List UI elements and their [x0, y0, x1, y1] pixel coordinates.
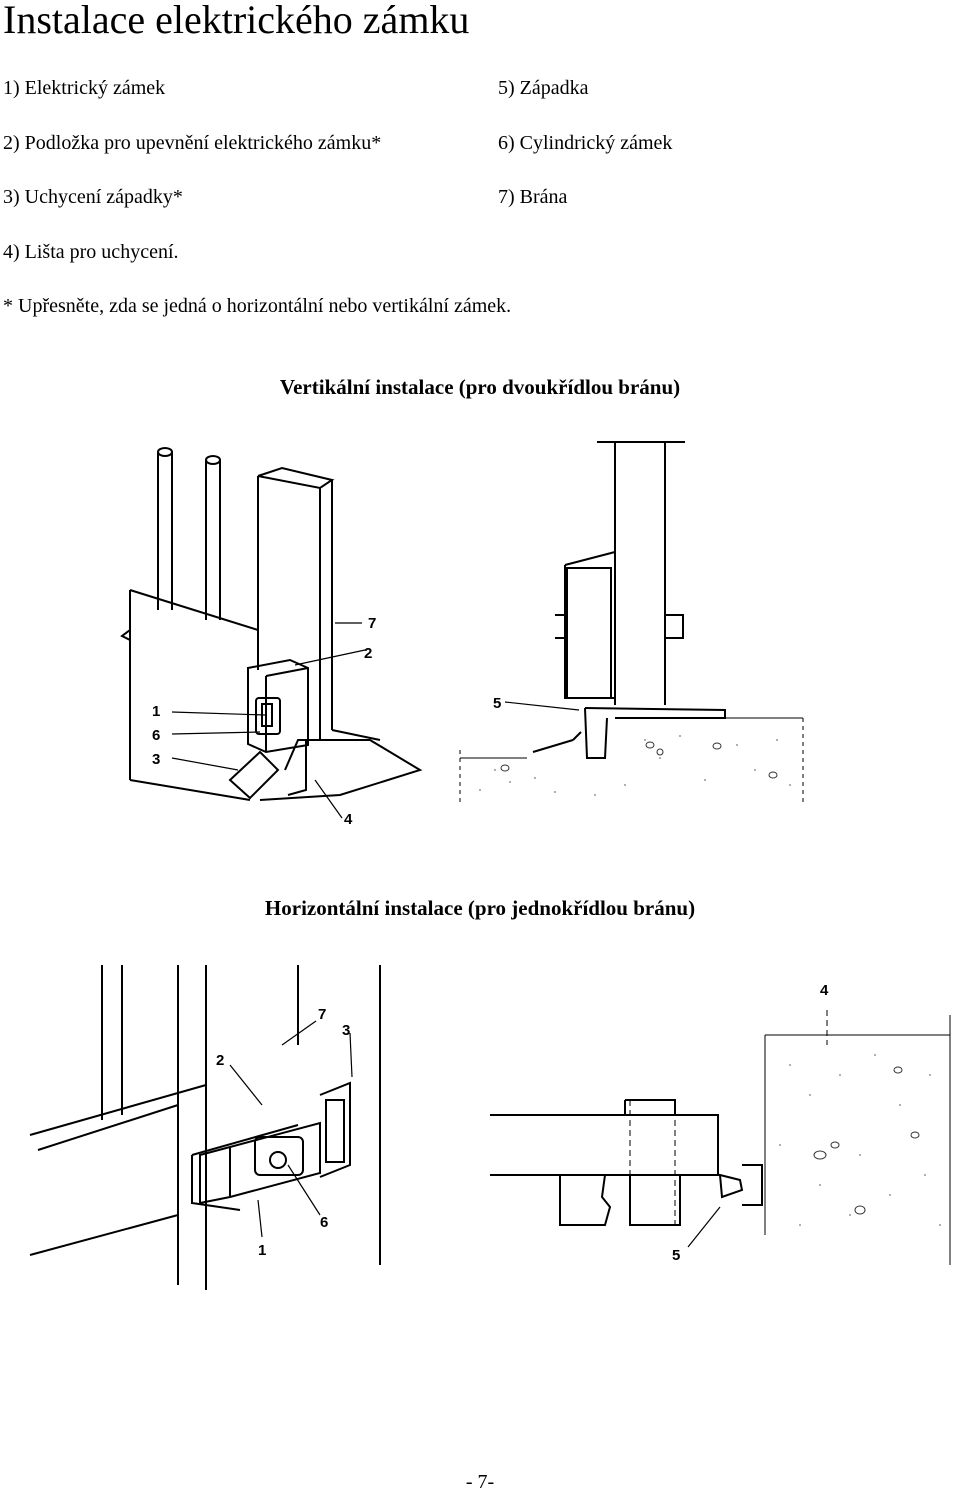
- legend-item-4: 4) Lišta pro uchycení.: [3, 241, 179, 263]
- horizontal-heading: Horizontální instalace (pro jednokřídlou…: [264, 896, 696, 920]
- callout-3: 3: [152, 751, 160, 768]
- horizontal-perspective-figure: 7 3 2 6 1: [29, 965, 381, 1290]
- page-title: Instalace elektrického zámku: [3, 0, 470, 42]
- horizontal-section-figure: 4 5: [490, 982, 951, 1265]
- vertical-section-figure: 5: [459, 441, 804, 805]
- legend-item-2: 2) Podložka pro upevnění elektrického zá…: [3, 132, 382, 154]
- legend-item-1: 1) Elektrický zámek: [3, 77, 166, 99]
- callout-1: 1: [152, 703, 160, 720]
- callout-1: 1: [258, 1242, 266, 1259]
- callout-5: 5: [493, 695, 501, 712]
- callout-4: 4: [820, 982, 829, 999]
- callout-2: 2: [364, 645, 372, 662]
- callout-7: 7: [318, 1006, 326, 1023]
- callout-4: 4: [344, 811, 353, 828]
- vertical-heading: Vertikální instalace (pro dvoukřídlou br…: [279, 375, 681, 399]
- callout-5: 5: [672, 1247, 680, 1264]
- callout-3: 3: [342, 1022, 350, 1039]
- legend-item-5: 5) Západka: [498, 77, 589, 99]
- legend-item-6: 6) Cylindrický zámek: [498, 132, 673, 154]
- page-number: - 7-: [465, 1471, 495, 1493]
- callout-2: 2: [216, 1052, 224, 1069]
- callout-6: 6: [152, 727, 160, 744]
- legend-item-3: 3) Uchycení západky*: [3, 186, 183, 208]
- note: * Upřesněte, zda se jedná o horizontální…: [3, 295, 512, 317]
- callout-6: 6: [320, 1214, 328, 1231]
- legend-item-7: 7) Brána: [498, 186, 568, 208]
- vertical-perspective-figure: 7 2 1 6 3 4: [120, 447, 423, 828]
- callout-7: 7: [368, 615, 376, 632]
